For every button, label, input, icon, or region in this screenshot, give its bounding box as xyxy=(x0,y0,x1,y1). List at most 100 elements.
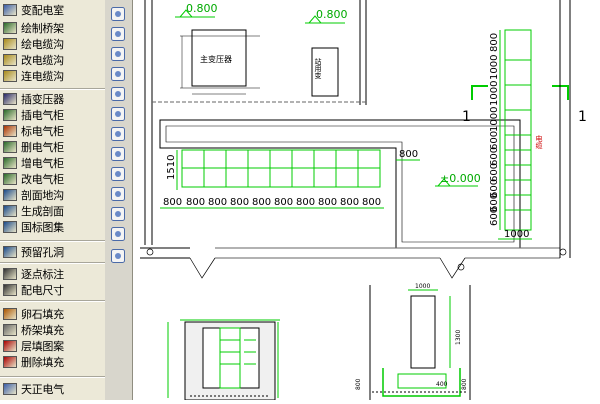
insert-cabinet-icon xyxy=(3,109,17,121)
delete-cabinet-icon xyxy=(3,141,17,153)
menu-item-3[interactable]: 绘电缆沟 xyxy=(0,36,105,52)
floor-plan-drawing[interactable]: 0.800 0.800 主变压器 站用变 电缆 8 xyxy=(133,0,600,401)
svg-text:800: 800 xyxy=(461,378,468,390)
section-detail-left xyxy=(167,319,280,401)
arc-dots-icon[interactable] xyxy=(110,46,126,62)
menu-item-14[interactable]: 国标图集 xyxy=(0,219,105,235)
svg-text:800: 800 xyxy=(362,197,381,208)
menu-item-18[interactable]: 卵石填充 xyxy=(0,306,105,322)
menu-item-label: 标电气柜 xyxy=(21,125,64,138)
svg-text:400: 400 xyxy=(436,381,448,388)
edit-cabinet-icon xyxy=(3,173,17,185)
menu-item-label: 插变压器 xyxy=(21,93,64,106)
ellipse-icon[interactable] xyxy=(110,66,126,82)
menu-item-label: 预留孔洞 xyxy=(21,246,64,259)
rotate-icon[interactable] xyxy=(110,6,126,22)
tangent-electrical-icon xyxy=(3,383,17,395)
menu-item-22[interactable]: 天正电气 xyxy=(0,381,105,397)
cabinet-column-right xyxy=(504,29,532,231)
menu-item-7[interactable]: 插电气柜 xyxy=(0,107,105,123)
dim-text: 1000 xyxy=(489,107,500,132)
menu-item-label: 改电气柜 xyxy=(21,173,64,186)
dim-text: 600 xyxy=(489,179,500,198)
menu-item-label: 改电缆沟 xyxy=(21,54,64,67)
menu-item-label: 变配电室 xyxy=(21,4,64,17)
menu-item-label: 配电尺寸 xyxy=(21,284,64,297)
elevation-label: 0.800 xyxy=(186,2,218,15)
menu-item-16[interactable]: 逐点标注 xyxy=(0,266,105,282)
svg-text:800: 800 xyxy=(318,197,337,208)
add-cabinet-icon xyxy=(3,157,17,169)
menu-item-19[interactable]: 桥架填充 xyxy=(0,322,105,338)
text-icon[interactable] xyxy=(110,248,126,264)
menu-item-15[interactable]: 预留孔洞 xyxy=(0,244,105,260)
menu-item-label: 层填图案 xyxy=(21,340,64,353)
standard-atlas-icon xyxy=(3,221,17,233)
menu-item-1[interactable]: 变配电室 xyxy=(0,2,105,18)
menu-item-5[interactable]: 连电缆沟 xyxy=(0,68,105,84)
dot-icon[interactable] xyxy=(110,146,126,162)
dim-text: 600 xyxy=(489,131,500,150)
menu-item-2[interactable]: 绘制桥架 xyxy=(0,20,105,36)
svg-text:800: 800 xyxy=(274,197,293,208)
menu-separator xyxy=(0,300,105,302)
elevation-label: 0.800 xyxy=(316,8,348,21)
svg-text:1000: 1000 xyxy=(415,283,430,290)
menu-item-label: 增电气柜 xyxy=(21,157,64,170)
menu-item-label: 桥架填充 xyxy=(21,324,64,337)
menu-item-20[interactable]: 层填图案 xyxy=(0,338,105,354)
menu-item-label: 剖面地沟 xyxy=(21,189,64,202)
substation-icon xyxy=(3,4,17,16)
menu-item-10[interactable]: 增电气柜 xyxy=(0,155,105,171)
generate-section-icon xyxy=(3,205,17,217)
svg-text:1000: 1000 xyxy=(504,229,529,240)
menu-item-21[interactable]: 删除填充 xyxy=(0,354,105,370)
scale-box-icon[interactable] xyxy=(110,186,126,202)
connect-cable-trench-icon xyxy=(3,70,17,82)
menu-item-17[interactable]: 配电尺寸 xyxy=(0,282,105,298)
dim-text: 1000 xyxy=(489,81,500,106)
dim-1510: 1510 xyxy=(166,150,178,190)
shape-link-icon[interactable] xyxy=(110,106,126,122)
elevation-marker-c: ±0.000 xyxy=(435,172,481,187)
dim-text: 600 xyxy=(489,193,500,212)
svg-text:1: 1 xyxy=(462,109,471,125)
svg-text:800: 800 xyxy=(399,149,418,160)
dim-1000-bottom: 1000 xyxy=(498,229,532,240)
cloud-icon[interactable] xyxy=(110,26,126,42)
cad-drawing-canvas[interactable]: 0.800 0.800 主变压器 站用变 电缆 8 xyxy=(133,0,600,401)
menu-item-label: 插电气柜 xyxy=(21,109,64,122)
circle-box-icon[interactable] xyxy=(110,206,126,222)
menu-item-label: 绘制桥架 xyxy=(21,22,64,35)
menu-item-4[interactable]: 改电缆沟 xyxy=(0,52,105,68)
menu-item-13[interactable]: 生成剖面 xyxy=(0,203,105,219)
dim-text: 600 xyxy=(489,207,500,226)
rect-arrow-icon[interactable] xyxy=(110,86,126,102)
svg-text:800: 800 xyxy=(186,197,205,208)
menu-item-6[interactable]: 插变压器 xyxy=(0,91,105,107)
polygon-icon[interactable] xyxy=(110,126,126,142)
main-transformer: 主变压器 xyxy=(180,29,260,95)
table-icon[interactable] xyxy=(110,226,126,242)
transformer-label: 主变压器 xyxy=(200,54,232,64)
svg-text:800: 800 xyxy=(230,197,249,208)
reserved-hole-icon xyxy=(3,246,17,258)
menu-item-label: 逐点标注 xyxy=(21,268,64,281)
section-mark-left: 1 xyxy=(462,85,488,125)
section-mark-right: 1 xyxy=(552,85,587,125)
menu-item-9[interactable]: 删电气柜 xyxy=(0,139,105,155)
menu-item-12[interactable]: 剖面地沟 xyxy=(0,187,105,203)
elevation-marker-a: 0.800 xyxy=(175,2,218,18)
layer-pattern-icon xyxy=(3,340,17,352)
distribution-dimension-icon xyxy=(3,284,17,296)
menu-item-label: 生成剖面 xyxy=(21,205,64,218)
insert-transformer-icon xyxy=(3,93,17,105)
edit-cable-trench-icon xyxy=(3,54,17,66)
menu-item-11[interactable]: 改电气柜 xyxy=(0,171,105,187)
section-detail-right: 1000 1300 800 800 400 xyxy=(355,283,471,400)
menu-item-8[interactable]: 标电气柜 xyxy=(0,123,105,139)
lower-walls xyxy=(140,0,571,259)
door-swings xyxy=(146,248,567,279)
crop-icon[interactable] xyxy=(110,166,126,182)
draw-cable-trench-icon xyxy=(3,38,17,50)
